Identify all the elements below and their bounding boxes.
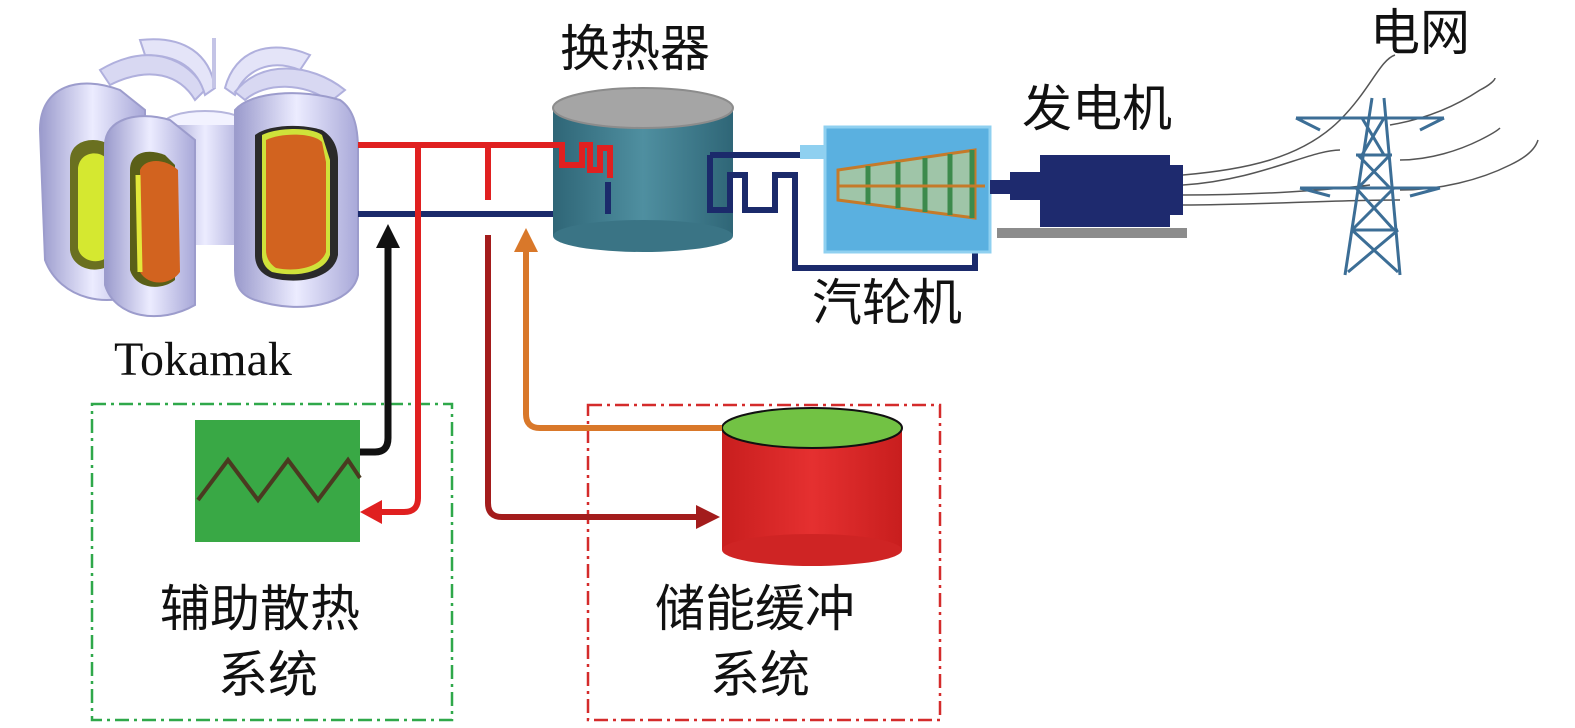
generator-label: 发电机: [1022, 80, 1172, 138]
tokamak-label: Tokamak: [114, 333, 292, 386]
storage-tank-icon: [721, 407, 903, 566]
storage-system-boundary: [586, 403, 942, 722]
storage-system-label-line2: 系统: [710, 646, 810, 704]
tokamak-reactor-icon: [38, 38, 359, 318]
aux-feed-arrow: [360, 200, 421, 524]
aux-system-label-line1: 辅助散热: [160, 580, 360, 638]
steam-turbine-icon: [800, 125, 992, 254]
radiator-icon: [195, 420, 362, 542]
aux-system-label-line2: 系统: [218, 646, 318, 704]
heat-exchanger-label: 换热器: [560, 20, 710, 78]
storage-return-arrow: [514, 228, 722, 431]
heat-exchanger-tank-icon: [547, 87, 734, 252]
storage-feed-arrow: [485, 235, 720, 529]
grid-label: 电网: [1370, 4, 1470, 62]
turbine-generator-shaft: [990, 180, 1012, 194]
turbine-label: 汽轮机: [812, 274, 962, 332]
aux-return-arrow: [360, 224, 400, 456]
storage-system-label-line1: 储能缓冲: [655, 580, 855, 638]
aux-system-boundary: [90, 402, 454, 722]
transmission-tower-icon: [1295, 97, 1445, 276]
generator-icon: [997, 155, 1187, 238]
